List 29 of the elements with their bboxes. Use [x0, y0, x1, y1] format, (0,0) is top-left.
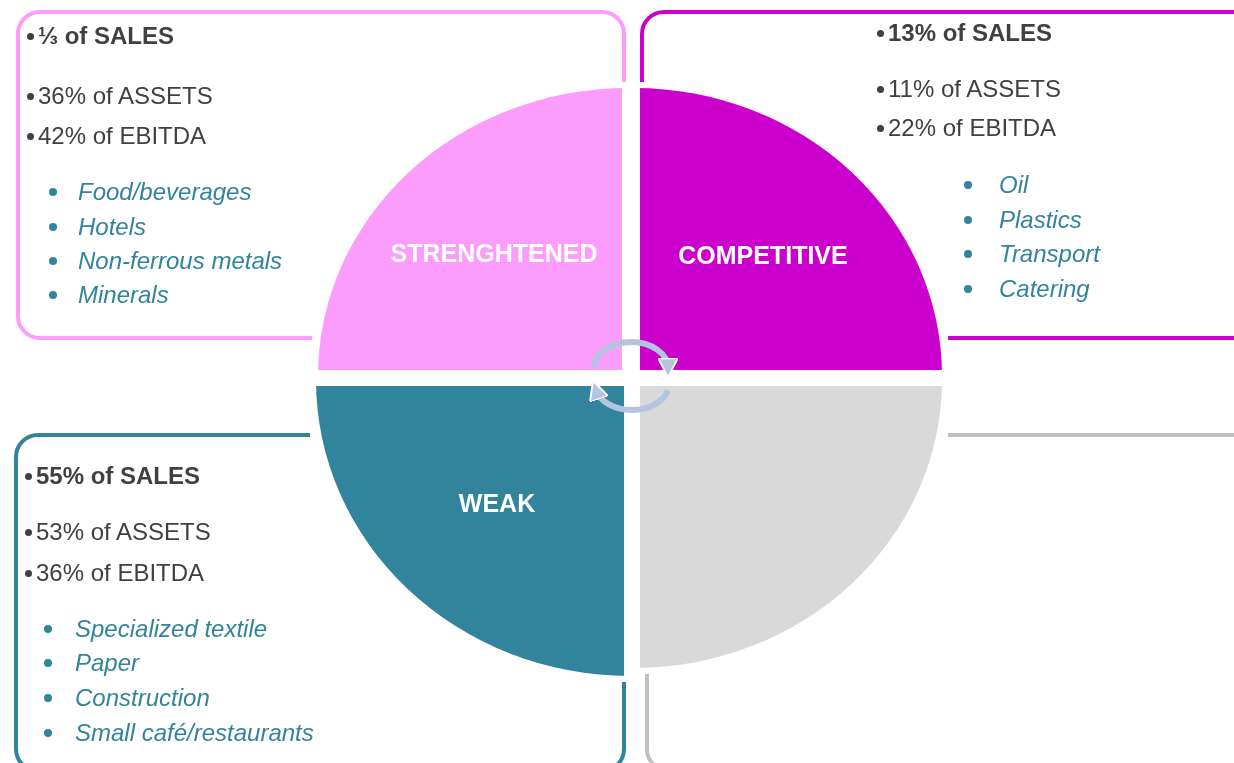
sector-text: Specialized textile	[75, 614, 268, 644]
metric-text: 53% of ASSETS	[36, 517, 211, 547]
metric-text: 36% of ASSETS	[38, 81, 213, 111]
sector-text: Construction	[75, 683, 210, 713]
sales-share-text: 13% of SALES	[888, 18, 1053, 48]
info-card	[640, 10, 1234, 340]
sales-share-text: ⅓ of SALES	[38, 21, 175, 51]
cycle-arrow	[590, 380, 671, 413]
metric-text: 36% of EBITDA	[36, 558, 205, 588]
sector-text: Catering	[999, 274, 1090, 304]
sector-text: Hotels	[78, 212, 147, 242]
quadrant-label: STRENGHTENED	[390, 238, 598, 268]
sales-share-text: 55% of SALES	[36, 461, 201, 491]
quadrant-label: WEAK	[458, 488, 536, 518]
quadrant-label: COMPETITIVE	[678, 240, 848, 270]
sector-text: Food/beverages	[78, 177, 252, 207]
sector-text: Minerals	[78, 280, 169, 310]
sector-text: Small café/restaurants	[75, 718, 314, 748]
metric-text: 22% of EBITDA	[888, 113, 1057, 143]
metric-text: 11% of ASSETS	[888, 74, 1061, 104]
sector-text: Oil	[999, 170, 1029, 200]
sector-text: Non-ferrous metals	[78, 246, 283, 276]
sector-text: Paper	[75, 648, 140, 678]
info-card	[16, 10, 626, 340]
info-card	[14, 433, 626, 763]
info-card	[645, 433, 1234, 763]
sector-text: Transport	[999, 239, 1100, 269]
sector-text: Plastics	[999, 205, 1082, 235]
metric-text: 42% of EBITDA	[38, 121, 207, 151]
